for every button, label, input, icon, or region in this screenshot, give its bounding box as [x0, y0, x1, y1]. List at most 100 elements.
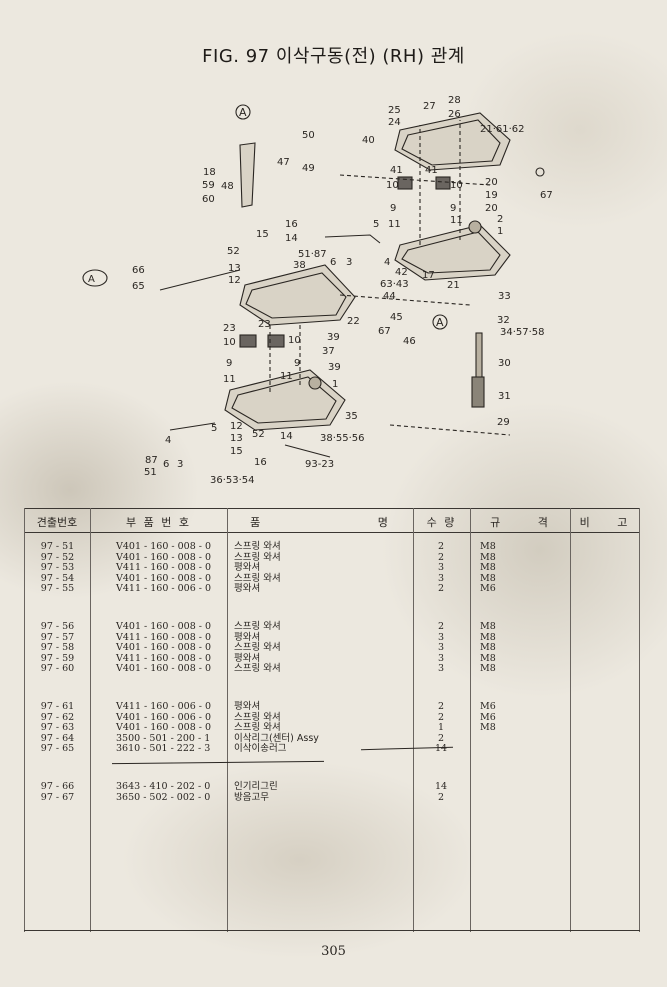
svg-text:39: 39: [327, 332, 340, 343]
svg-text:60: 60: [202, 194, 215, 205]
cell-part-no: V411 - 160 - 008 - 0: [116, 652, 212, 664]
svg-text:10: 10: [288, 335, 301, 346]
svg-text:21·61·62: 21·61·62: [480, 124, 525, 135]
svg-text:3: 3: [177, 459, 183, 470]
svg-text:A: A: [239, 106, 247, 119]
cell-part-no: V401 - 160 - 008 - 0: [116, 551, 212, 563]
header-part-no: 부 품 번 호: [126, 516, 191, 529]
header-quantity: 수 량: [426, 516, 457, 529]
cell-ref-no: 97 - 63: [40, 722, 75, 734]
cell-ref-no: 97 - 52: [40, 551, 75, 563]
svg-text:41: 41: [425, 165, 438, 176]
svg-text:27: 27: [423, 101, 436, 112]
svg-text:20: 20: [485, 177, 498, 188]
cell-quantity: 2: [437, 732, 445, 744]
svg-text:11: 11: [388, 219, 401, 230]
cell-part-name: 스프링 와셔: [234, 621, 281, 632]
svg-text:24: 24: [388, 117, 401, 128]
cell-ref-no: 97 - 61: [40, 701, 75, 712]
cell-part-name: 평와셔: [234, 652, 261, 664]
svg-text:9: 9: [294, 358, 300, 369]
cell-spec: M8: [480, 631, 496, 643]
figure-title: FIG. 97 이삭구동(전) (RH) 관계: [202, 46, 465, 67]
svg-text:41: 41: [390, 165, 403, 176]
cell-part-name: 스프링 와셔: [234, 722, 281, 734]
svg-text:45: 45: [390, 312, 403, 323]
svg-text:14: 14: [285, 233, 298, 244]
svg-text:51: 51: [144, 467, 157, 478]
svg-text:5: 5: [211, 423, 217, 434]
cell-ref-no: 97 - 65: [40, 743, 75, 755]
svg-text:29: 29: [497, 417, 510, 428]
cell-part-no: V411 - 160 - 008 - 0: [116, 631, 212, 643]
cell-quantity: 2: [437, 711, 445, 723]
cell-quantity: 3: [437, 642, 445, 654]
svg-text:14: 14: [280, 431, 293, 442]
cell-ref-no: 97 - 66: [40, 781, 75, 792]
svg-text:44: 44: [383, 291, 396, 302]
cell-quantity: 2: [437, 621, 445, 632]
svg-text:37: 37: [322, 346, 335, 357]
cell-part-name: 방음고무: [234, 791, 269, 803]
svg-text:40: 40: [362, 135, 375, 146]
cell-part-no: V401 - 160 - 008 - 0: [116, 663, 212, 675]
cell-quantity: 1: [437, 722, 445, 734]
svg-text:9: 9: [390, 203, 396, 214]
svg-text:93-23: 93-23: [305, 459, 334, 470]
cell-quantity: 14: [434, 743, 448, 755]
svg-text:49: 49: [302, 163, 315, 174]
svg-text:5: 5: [373, 219, 379, 230]
cell-quantity: 2: [437, 551, 445, 563]
cell-part-no: V401 - 160 - 008 - 0: [116, 621, 212, 632]
svg-text:12: 12: [230, 421, 243, 432]
cell-part-no: 3643 - 410 - 202 - 0: [116, 781, 211, 792]
cell-part-name: 이삭이송러그: [234, 743, 287, 755]
cell-spec: M8: [480, 572, 496, 584]
svg-text:50: 50: [302, 130, 315, 141]
svg-text:17: 17: [422, 270, 435, 281]
cell-part-name: 스프링 와셔: [234, 551, 281, 563]
cell-quantity: 2: [437, 701, 445, 712]
svg-text:19: 19: [485, 190, 498, 201]
cell-part-no: V411 - 160 - 006 - 0: [116, 583, 212, 595]
table-row: 97 - 66 3643 - 410 - 202 - 0 인기리그린 14: [24, 781, 640, 793]
svg-text:47: 47: [277, 157, 290, 168]
svg-text:38·55·56: 38·55·56: [320, 433, 365, 444]
svg-text:22: 22: [347, 316, 360, 327]
cell-quantity: 3: [437, 652, 445, 664]
cell-part-name: 평와셔: [234, 562, 261, 574]
svg-text:52: 52: [252, 429, 265, 440]
cell-spec: M6: [480, 583, 496, 595]
header-remarks: 비 고: [579, 516, 630, 529]
svg-text:23: 23: [223, 323, 236, 334]
cell-part-name: 인기리그린: [234, 781, 278, 792]
cell-part-name: 스프링 와셔: [234, 541, 281, 552]
cell-quantity: 3: [437, 663, 445, 675]
svg-text:87: 87: [145, 455, 158, 466]
cell-ref-no: 97 - 67: [40, 791, 75, 803]
svg-text:33: 33: [498, 291, 511, 302]
cell-quantity: 14: [434, 781, 448, 792]
svg-text:12: 12: [228, 275, 241, 286]
svg-text:9: 9: [450, 203, 456, 214]
cell-ref-no: 97 - 51: [40, 541, 75, 552]
svg-text:A: A: [436, 316, 444, 329]
svg-text:2: 2: [497, 214, 503, 225]
svg-text:59: 59: [202, 180, 215, 191]
svg-text:6: 6: [330, 257, 336, 268]
cell-part-no: 3650 - 502 - 002 - 0: [116, 791, 211, 803]
page-number: 305: [321, 944, 346, 959]
svg-text:13: 13: [228, 263, 241, 274]
svg-text:63·43: 63·43: [380, 279, 409, 290]
cell-spec: M8: [480, 551, 496, 563]
cell-part-no: 3500 - 501 - 200 - 1: [116, 732, 211, 744]
cell-spec: M8: [480, 652, 496, 664]
svg-text:52: 52: [227, 246, 240, 257]
